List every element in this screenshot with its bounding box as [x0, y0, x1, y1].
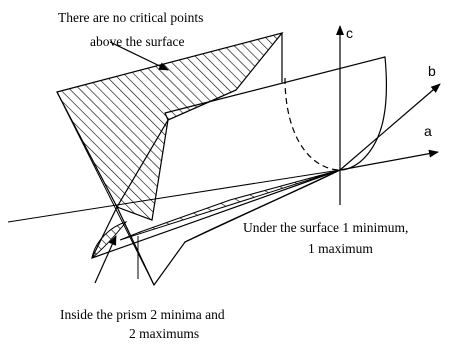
right-annotation-line2: 1 maximum [308, 241, 373, 256]
right-annotation-line1: Under the surface 1 minimum, [243, 220, 408, 235]
axis-a [339, 149, 439, 171]
lower-prism-cusp [184, 169, 341, 243]
bottom-annotation-line1: Inside the prism 2 minima and [60, 307, 225, 322]
axis-a-label: a [424, 123, 432, 139]
bottom-annotation-pointer-head [94, 235, 117, 284]
axis-c-label: c [346, 25, 353, 41]
front-surface-sheet [116, 56, 386, 208]
hatched-lower-sliver [119, 169, 341, 241]
axis-b-label: b [428, 63, 436, 79]
top-annotation-line1: There are no critical points [58, 10, 203, 25]
base-line [7, 169, 341, 223]
top-annotation-pointer [109, 41, 169, 71]
top-annotation-line2: above the surface [90, 34, 184, 49]
front-sheet-top-edge [167, 89, 237, 121]
bottom-annotation-line2: 2 maximums [129, 326, 199, 341]
hatched-upper-sheet [56, 31, 284, 221]
hidden-curve [284, 77, 341, 171]
axis-b [339, 83, 441, 171]
surface-right-edge [339, 56, 387, 171]
